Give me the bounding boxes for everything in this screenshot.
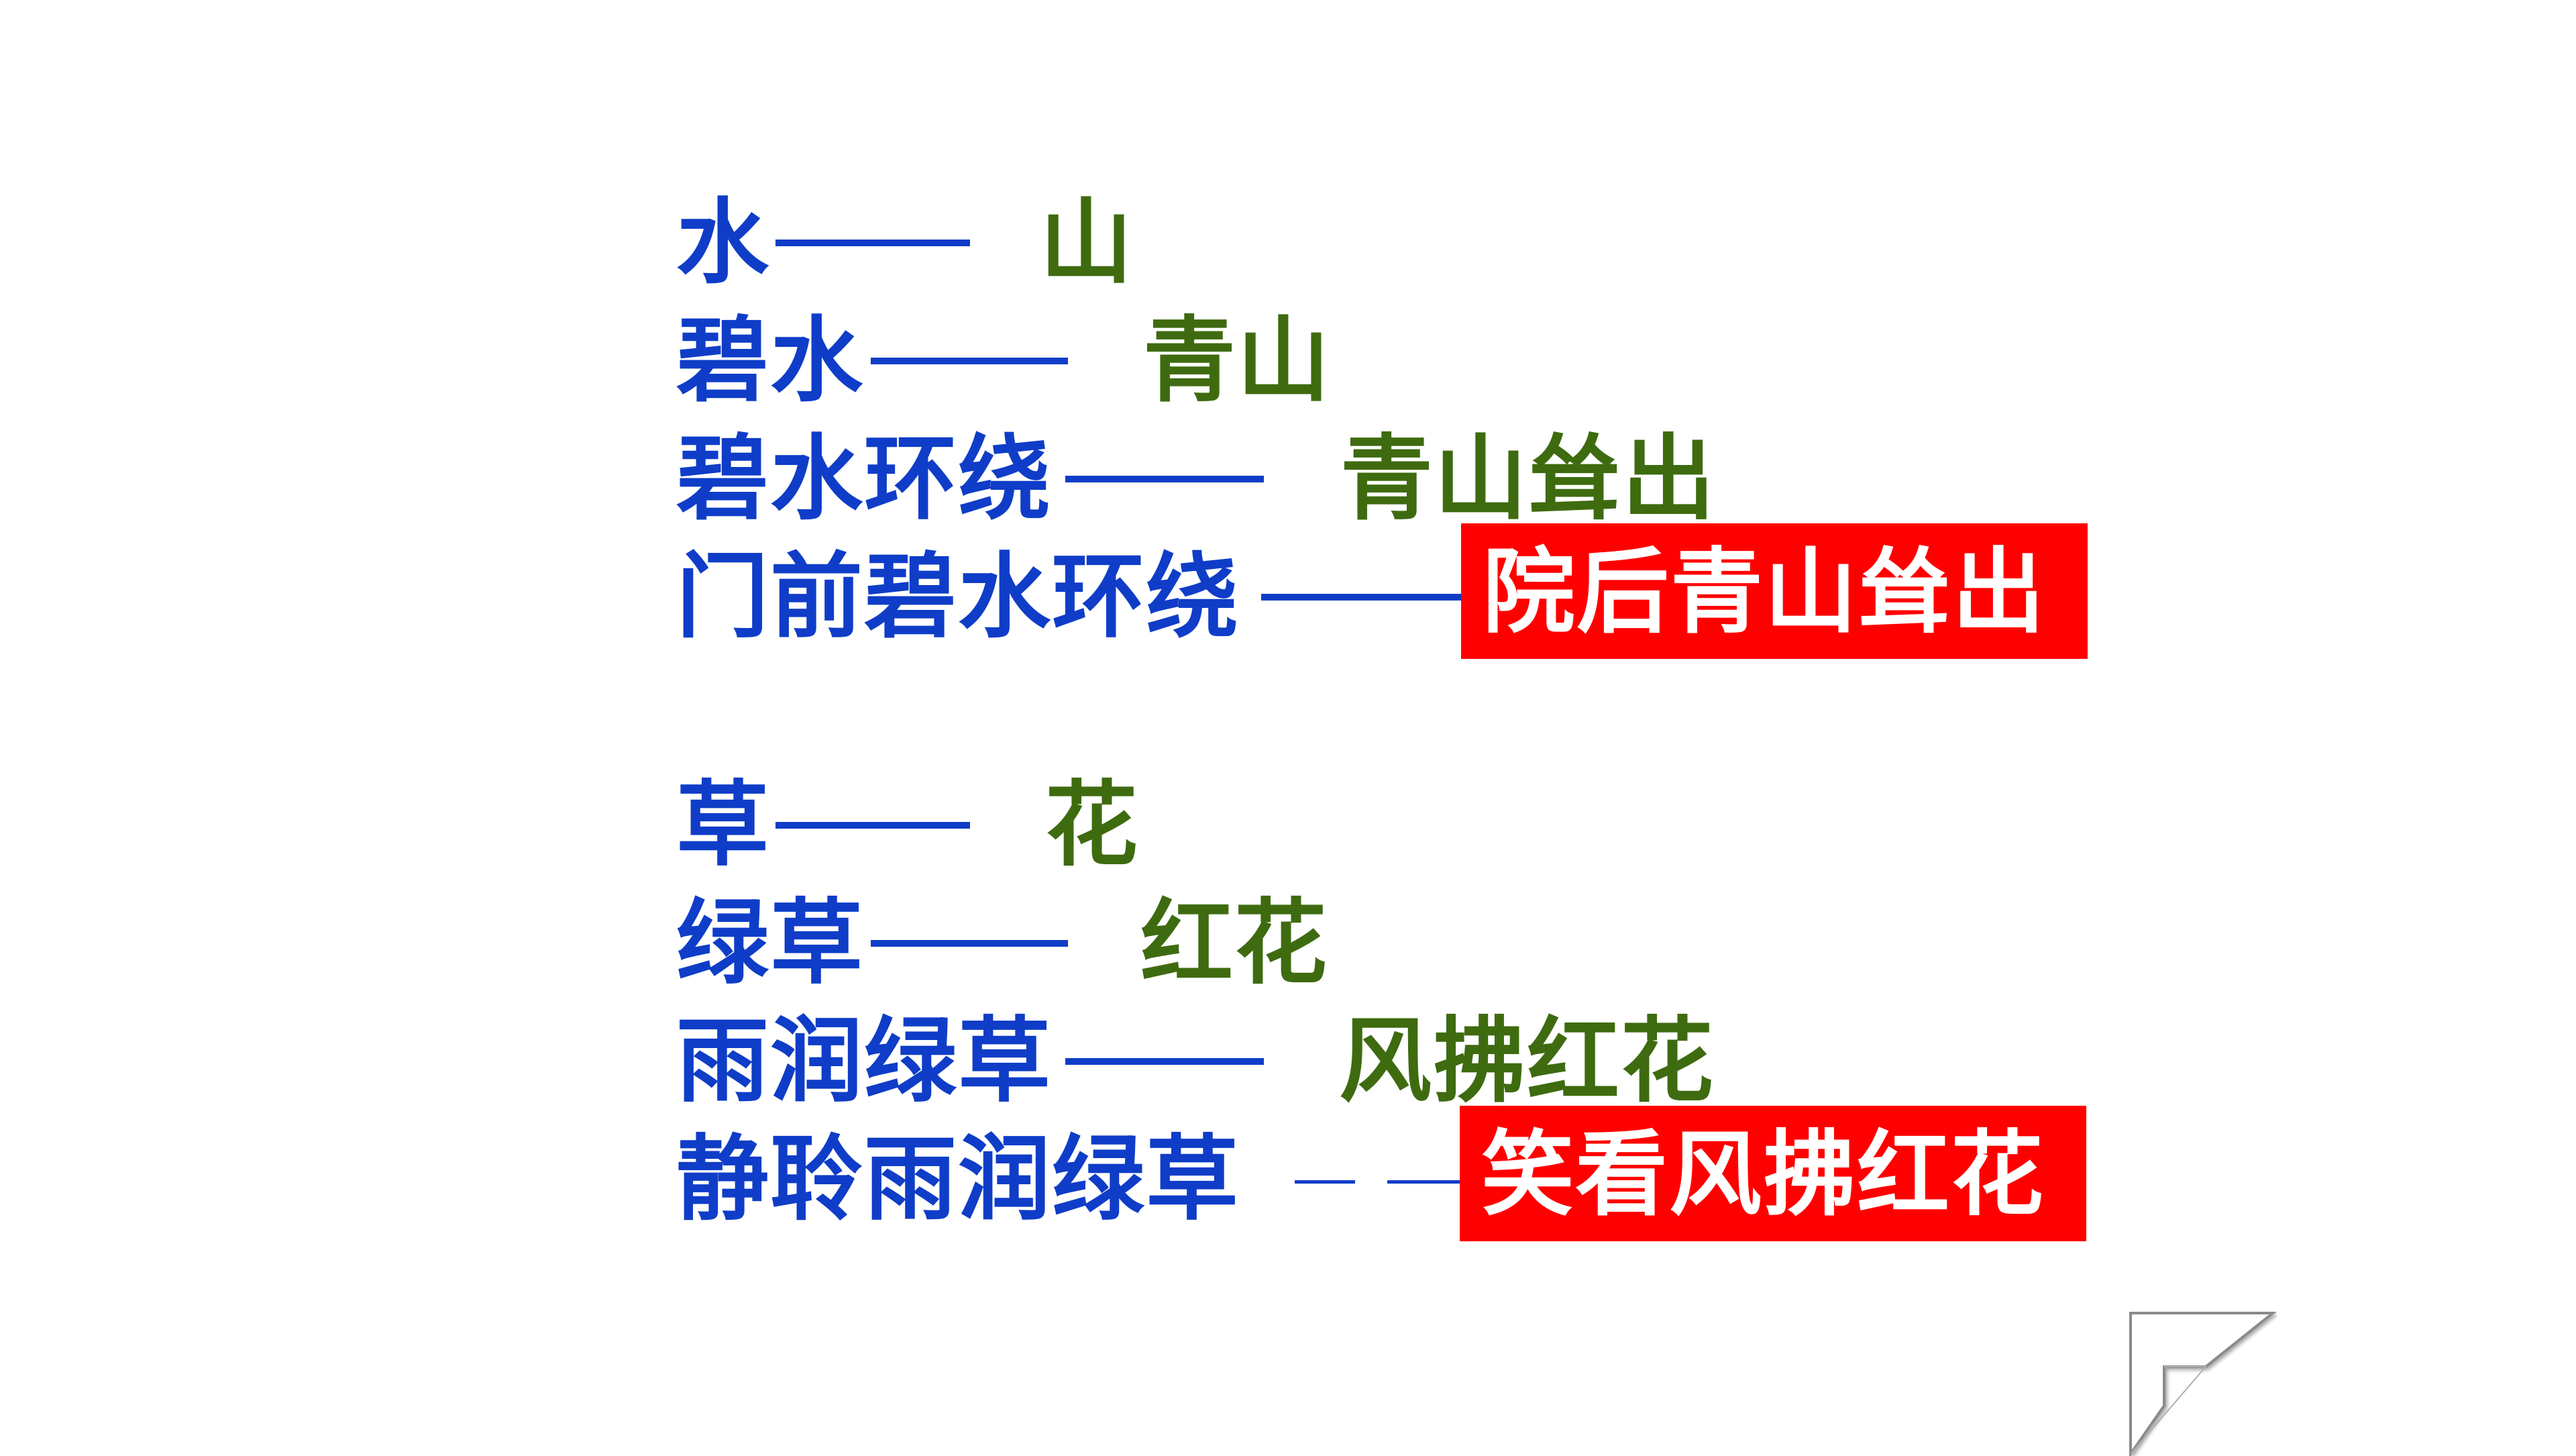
dash-segment-1 bbox=[1295, 1180, 1355, 1184]
em-dash-connector bbox=[775, 822, 970, 829]
couplet-row-2: 碧水 青山 bbox=[676, 294, 1884, 428]
couplet-left-text: 静聆雨润绿草 bbox=[676, 1125, 1240, 1233]
em-dash-connector bbox=[1065, 1058, 1264, 1065]
highlighted-answer: 笑看风拂红花 bbox=[1460, 1106, 2086, 1241]
couplet-row-6: 绿草 红花 bbox=[676, 876, 1884, 1010]
em-dash-connector bbox=[871, 358, 1068, 364]
couplet-right-text: 花 bbox=[1045, 771, 1140, 879]
em-dash-connector bbox=[775, 240, 970, 246]
page-curl-icon bbox=[2129, 1312, 2277, 1456]
em-dash-connector bbox=[1065, 476, 1264, 482]
couplet-row-8: 静聆雨润绿草 笑看风拂红花 bbox=[676, 1106, 2152, 1247]
couplet-right-text: 风拂红花 bbox=[1339, 1007, 1715, 1115]
couplet-right-text: 青山 bbox=[1143, 307, 1332, 415]
em-dash-connector bbox=[1261, 594, 1462, 601]
couplet-row-3: 碧水环绕 青山耸出 bbox=[676, 412, 1884, 546]
couplet-row-5: 草 花 bbox=[676, 758, 1884, 892]
couplet-row-1: 水 山 bbox=[676, 176, 1884, 310]
couplet-left-text: 碧水环绕 bbox=[676, 425, 1053, 533]
couplet-left-text: 碧水 bbox=[676, 307, 865, 415]
dash-segment-2 bbox=[1387, 1180, 1461, 1184]
couplet-left-text: 绿草 bbox=[676, 889, 865, 997]
couplet-left-text: 水 bbox=[676, 189, 771, 297]
couplet-row-4: 门前碧水环绕 院后青山耸出 bbox=[676, 523, 2152, 664]
couplet-row-7: 雨润绿草 风拂红花 bbox=[676, 994, 1884, 1129]
em-dash-connector bbox=[871, 940, 1068, 947]
couplet-right-text: 山 bbox=[1040, 189, 1134, 297]
highlighted-answer: 院后青山耸出 bbox=[1461, 523, 2088, 659]
couplet-left-text: 草 bbox=[676, 771, 771, 879]
couplet-left-text: 门前碧水环绕 bbox=[676, 543, 1240, 651]
couplet-right-text: 红花 bbox=[1140, 889, 1329, 997]
couplet-left-text: 雨润绿草 bbox=[676, 1007, 1053, 1115]
couplet-right-text: 青山耸出 bbox=[1340, 425, 1717, 533]
